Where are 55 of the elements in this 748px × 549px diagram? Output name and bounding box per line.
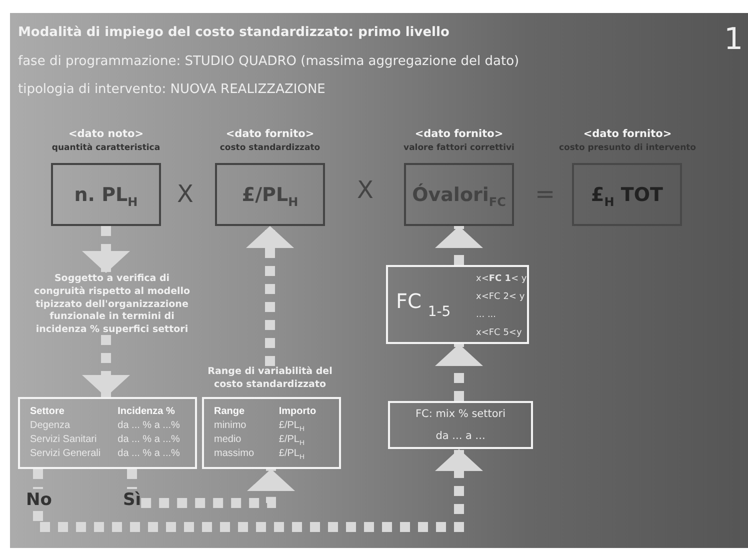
range-text: x<FC 5<y [476,328,522,338]
table-value: £/PL$_{H}$ [278,447,306,460]
table-value: Servizi Generali [30,447,102,460]
tag-label: <dato fornito> [583,128,672,140]
formula-box: £$_{H}$ TOT [572,163,682,226]
column-header: Incidenza % [118,405,176,418]
range-text: x<FC 1< y [476,274,527,284]
quantity-label: costo standardizzato [220,143,320,153]
quantity-label: quantità caratteristica [52,143,160,153]
box-text: FC: mix % settori [415,408,506,420]
table-value: medio [214,433,242,446]
box-text: da ... a ... [436,430,486,442]
factor-label: FC $_{1-5}$ [396,289,451,320]
dashed-arrow [82,226,130,273]
tag-label: <dato fornito> [414,128,504,140]
dashed-arrow [141,469,295,508]
operator-symbol: X [177,180,194,208]
column-header: Importo [278,405,318,418]
dashed-arrow [82,335,130,397]
dashed-arrow [246,226,294,366]
table-value: da ... % a ...% [118,419,181,432]
data-table [18,397,197,469]
slide-number: 1 [724,22,744,57]
note-text: Range di variabilità del costo standardizzato [195,366,345,394]
table-value: £/PL$_{H}$ [278,419,306,432]
range-text: x<FC 2< y [476,292,525,302]
formula-box: £/PL$_{H}$ [215,163,325,226]
dashed-arrow [435,226,483,265]
note-text: Soggetto a verifica di congruità rispetto al modello tipizzato dell'organizzazione funzionale in termini di incidenza % superfici settori [29,273,195,335]
table-value: minimo [214,419,248,432]
formula-box: n. PL$_{H}$ [51,163,161,226]
data-table [202,397,341,469]
table-value: £/PL$_{H}$ [278,433,306,446]
table-value: da ... % a ...% [118,447,181,460]
column-header: Settore [30,405,66,418]
column-header: Range [214,405,246,418]
dashed-arrow [33,449,483,532]
subtitle-text: tipologia di intervento: NUOVA REALIZZAZIONE [18,82,326,97]
table-value: Servizi Sanitari [30,433,98,446]
table-value: massimo [214,447,256,460]
range-text: ... ... [476,310,496,320]
subtitle-text: fase di programmazione: STUDIO QUADRO (massima aggregazione del dato) [18,54,520,69]
dashed-arrow [435,344,483,401]
slide-title: Modalità di impiego del costo standardizzato: primo livello [18,25,450,40]
tag-label: <dato noto> [68,128,144,140]
answer-label: Sì [123,489,142,511]
answer-label: No [26,489,52,511]
table-value: Degenza [30,419,72,432]
table-value: da ... % a ...% [118,433,181,446]
operator-symbol: = [535,180,556,208]
tag-label: <dato fornito> [226,128,314,140]
quantity-label: valore fattori correttivi [404,143,514,153]
factor-box [386,265,529,344]
operator-symbol: X [357,176,374,204]
info-box [388,401,533,449]
